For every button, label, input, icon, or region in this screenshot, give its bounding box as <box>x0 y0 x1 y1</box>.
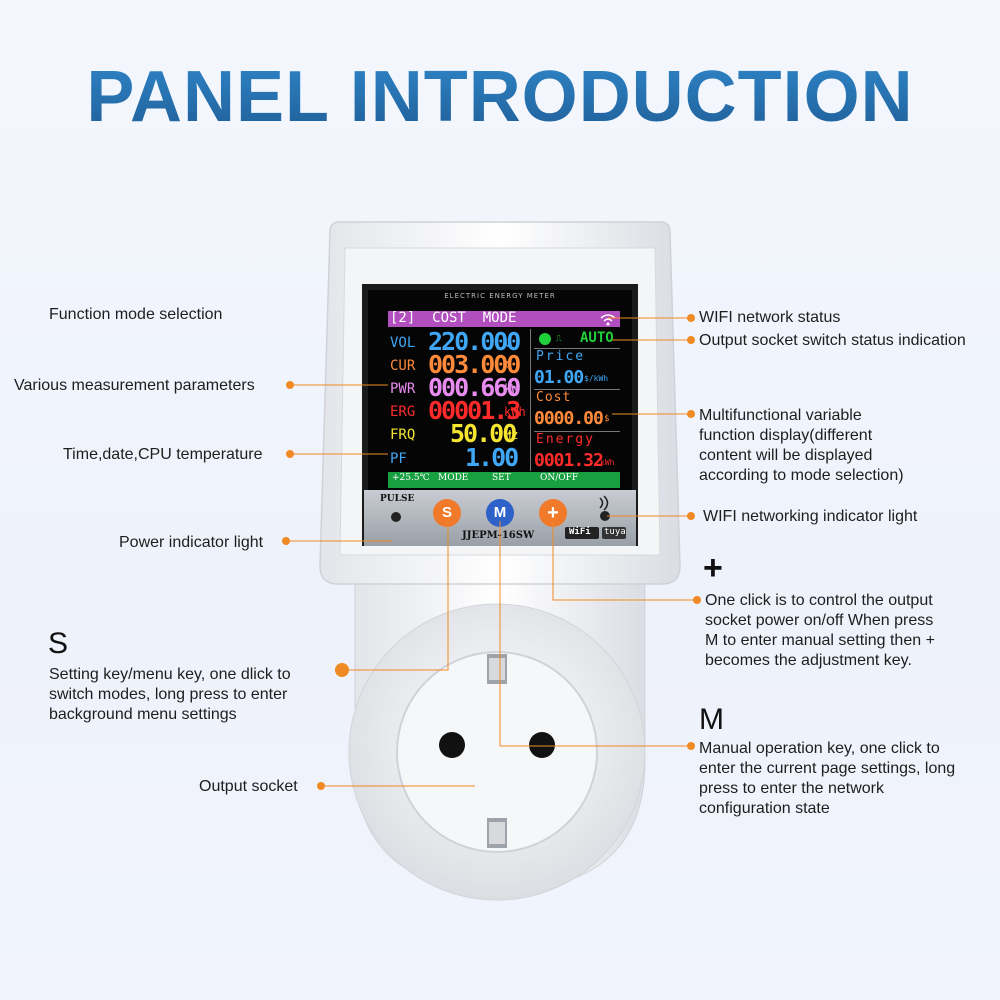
multifunction-1: Multifunctional variable <box>699 407 862 424</box>
plus-button[interactable]: + <box>539 499 567 527</box>
param-unit-cur: A <box>504 359 512 373</box>
status-set: SET <box>492 473 511 483</box>
status-mode: MODE <box>438 473 469 483</box>
param-value-cur: 003.000 <box>428 350 521 379</box>
wifi-badge: WiFi <box>569 527 591 537</box>
param-label-pwr: PWR <box>390 381 416 397</box>
param-label-erg: ERG <box>390 404 416 420</box>
m-key-desc-1: Manual operation key, one click to <box>699 740 940 757</box>
multifunction-3: content will be displayed <box>699 447 873 464</box>
wifi-status-label: WIFI network status <box>699 309 841 326</box>
screen-title: ELECTRIC ENERGY METER <box>444 292 556 300</box>
m-key-desc-2: enter the current page settings, long <box>699 760 956 777</box>
m-key-desc-4: configuration state <box>699 800 830 817</box>
price-value: 01.00 <box>534 367 584 388</box>
wifi-light-label: WIFI networking indicator light <box>703 508 918 525</box>
param-value-pwr: 000.660 <box>428 373 521 402</box>
s-key-desc-3: background menu settings <box>49 706 237 723</box>
param-unit-frq: Hz <box>504 428 519 442</box>
status-onoff: ON/OFF <box>540 473 579 483</box>
s-button[interactable]: S <box>433 499 461 527</box>
energy-unit: kWh <box>600 458 615 467</box>
status-led-icon <box>539 333 551 345</box>
s-key-desc-2: switch modes, long press to enter <box>49 686 288 703</box>
time-date-label: Time,date,CPU temperature <box>63 446 263 463</box>
param-unit-pwr: kW <box>504 382 519 396</box>
s-key-desc-1: Setting key/menu key, one dlick to <box>49 666 291 683</box>
meter-screen: ELECTRIC ENERGY METER [2] COST MODE VOL 2… <box>368 290 632 490</box>
plus-desc-4: becomes the adjustment key. <box>705 652 912 669</box>
param-label-frq: FRQ <box>390 427 416 443</box>
plus-desc-2: socket power on/off When press <box>705 612 934 629</box>
status-bar <box>388 472 620 488</box>
function-mode-label: Function mode selection <box>49 306 223 323</box>
energy-value: 0001.32 <box>534 450 604 471</box>
mode-bar-text: [2] COST MODE <box>390 310 517 326</box>
param-label-vol: VOL <box>390 335 416 351</box>
s-key-title: S <box>48 627 69 660</box>
cost-label: Cost <box>536 390 572 405</box>
plus-key-title: + <box>703 549 723 587</box>
pulse-waveform-icon: ⎍ <box>556 334 562 343</box>
multifunction-4: according to mode selection) <box>699 467 904 484</box>
measurement-label: Various measurement parameters <box>14 377 255 394</box>
param-unit-vol: V <box>504 336 512 350</box>
status-temp: +25.5℃ <box>392 473 430 483</box>
param-unit-erg: kWh <box>504 405 526 419</box>
plus-desc-3: M to enter manual setting then + <box>705 632 935 649</box>
tuya-badge: tuya <box>604 527 626 537</box>
param-label-cur: CUR <box>390 358 416 374</box>
mode-bar <box>388 311 620 327</box>
wifi-icon <box>600 314 616 326</box>
energy-label: Energy <box>536 432 595 447</box>
model-label: JJEPM-16SW <box>462 530 535 541</box>
param-value-vol: 220.000 <box>428 327 521 356</box>
power-light-label: Power indicator light <box>119 534 264 551</box>
multifunction-2: function display(different <box>699 427 873 444</box>
auto-status: AUTO <box>580 330 614 346</box>
param-label-pf: PF <box>390 451 407 467</box>
cost-unit: $ <box>604 414 610 424</box>
param-value-frq: 50.00 <box>450 419 517 448</box>
output-switch-label: Output socket switch status indication <box>699 332 966 349</box>
output-socket-label: Output socket <box>199 778 298 795</box>
param-value-erg: 00001.3 <box>428 396 521 425</box>
page-title: PANEL INTRODUCTION <box>0 56 1000 138</box>
m-key-desc-3: press to enter the network <box>699 780 884 797</box>
m-button[interactable]: M <box>486 499 514 527</box>
price-unit: $/kWh <box>584 374 609 383</box>
price-label: Price <box>536 349 586 364</box>
param-value-pf: 1.00 <box>465 443 519 472</box>
pulse-label: PULSE <box>380 494 415 504</box>
cost-value: 0000.00 <box>534 408 604 429</box>
plus-desc-1: One click is to control the output <box>705 592 933 609</box>
m-key-title: M <box>699 703 724 736</box>
